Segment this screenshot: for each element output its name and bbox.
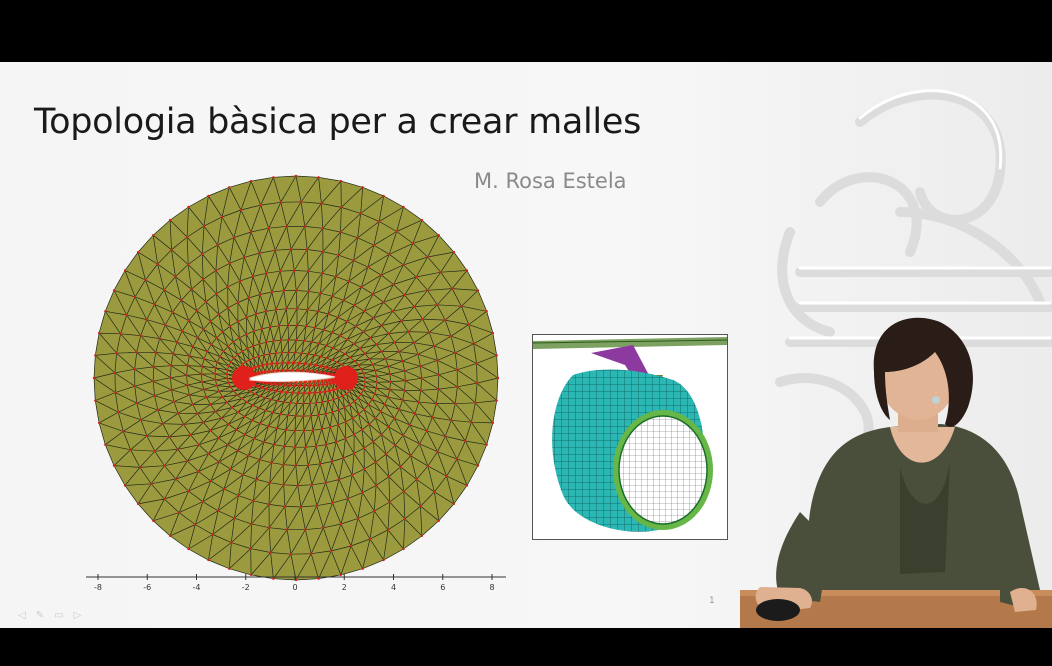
axis-tick-label: 8 bbox=[489, 583, 494, 592]
pen-icon[interactable]: ✎ bbox=[35, 610, 45, 621]
axis-tick-label: 2 bbox=[342, 583, 347, 592]
axis-tick-label: -2 bbox=[242, 583, 250, 592]
slide-author: M. Rosa Estela bbox=[474, 169, 627, 193]
axis-tick-label: -8 bbox=[94, 583, 102, 592]
presenter-figure bbox=[740, 317, 1052, 628]
slide-title: Topologia bàsica per a crear malles bbox=[34, 102, 642, 142]
cylinder-mesh-drawing bbox=[533, 337, 727, 532]
axis-tick-label: -4 bbox=[193, 583, 201, 592]
airfoil-shape bbox=[249, 371, 336, 382]
previous-icon[interactable]: ◁ bbox=[18, 610, 26, 621]
next-icon[interactable]: ▷ bbox=[73, 610, 82, 621]
cylinder-mesh-figure bbox=[532, 334, 728, 540]
slide-page-number: 1 bbox=[709, 596, 715, 606]
axis-tick-label: 4 bbox=[391, 583, 396, 592]
mesh-axis: -8 -6 -4 -2 0 2 4 6 8 bbox=[86, 574, 506, 592]
slide-nav-controls: ◁ ✎ ▭ ▷ bbox=[18, 610, 81, 621]
axis-tick-label: 6 bbox=[440, 583, 445, 592]
mesh-refinement-spot bbox=[232, 366, 256, 390]
mesh-refinement-spot bbox=[334, 366, 358, 390]
letterbox-top bbox=[0, 0, 1052, 62]
axis-tick-label: 0 bbox=[292, 583, 297, 592]
axis-tick-label: -6 bbox=[143, 583, 151, 592]
airfoil-mesh-figure: -8 -6 -4 -2 0 2 4 6 8 bbox=[86, 174, 506, 592]
menu-icon[interactable]: ▭ bbox=[54, 610, 64, 621]
slide-frame: Topologia bàsica per a crear malles M. R… bbox=[0, 62, 1052, 628]
letterbox-bottom bbox=[0, 628, 1052, 666]
